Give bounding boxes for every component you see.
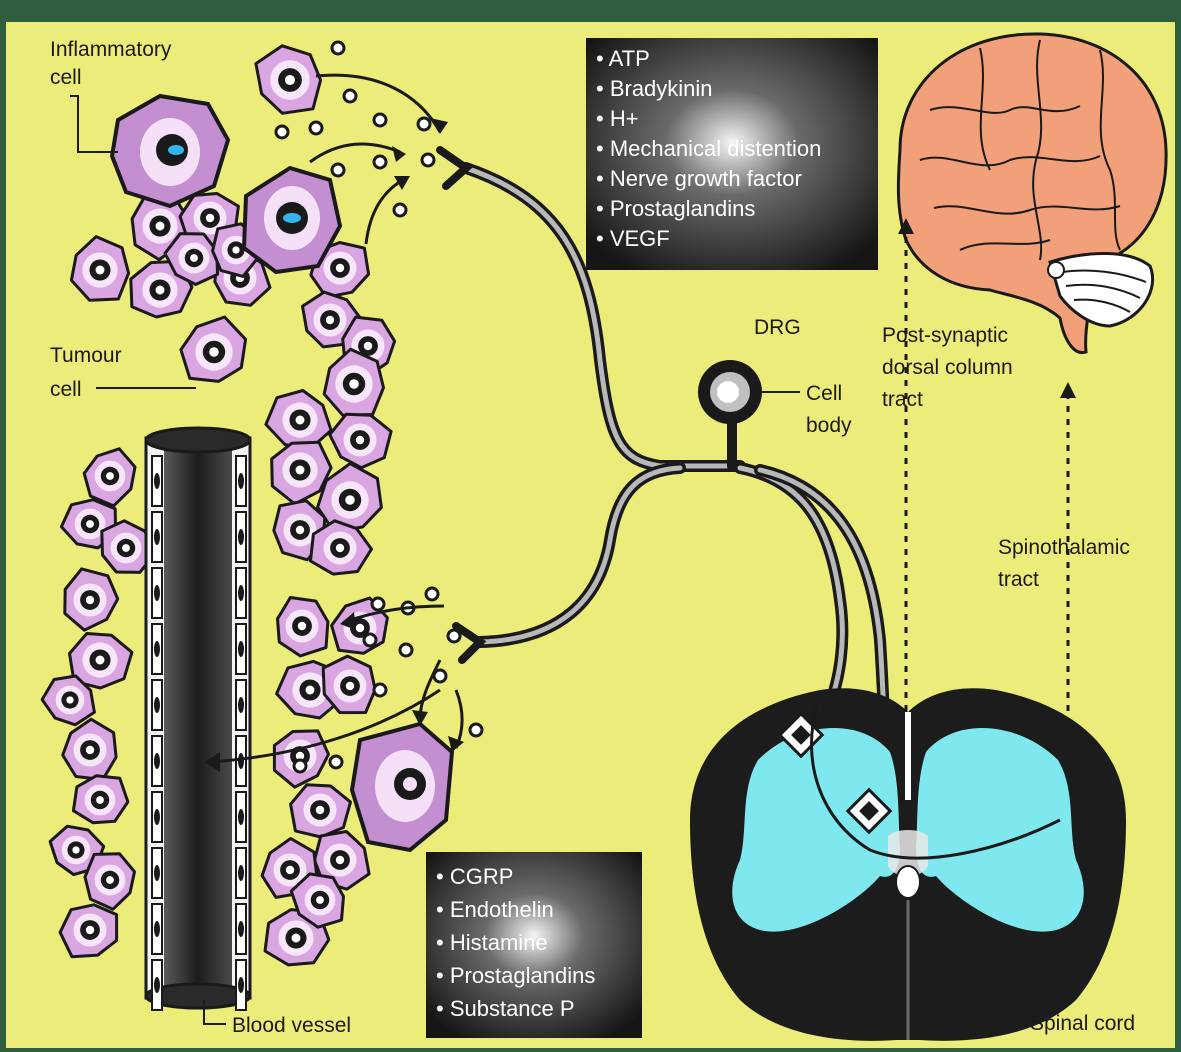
vesicle xyxy=(332,164,344,176)
vesicle xyxy=(364,634,376,646)
tumour-cell xyxy=(60,905,117,957)
drg-label: DRG xyxy=(754,316,801,339)
mediator-item: • Endothelin xyxy=(436,897,554,922)
vesicle xyxy=(374,156,386,168)
vesicle xyxy=(418,118,430,130)
vesicle xyxy=(374,114,386,126)
endothelial-cell xyxy=(152,736,162,786)
blood-vessel-label: Blood vessel xyxy=(232,1014,351,1037)
mediator-box-top: • ATP • Bradykinin • H+ • Mechanical disten… xyxy=(586,38,878,270)
mediator-item: • Substance P xyxy=(436,996,575,1021)
mediator-item: • VEGF xyxy=(596,226,670,251)
endothelial-cell xyxy=(236,456,246,506)
endothelial-cell xyxy=(236,792,246,842)
mediator-item: • CGRP xyxy=(436,864,513,889)
endothelial-cell xyxy=(236,624,246,674)
endothelial-cell xyxy=(236,512,246,562)
endothelial-cell xyxy=(152,512,162,562)
mediator-item: • H+ xyxy=(596,106,639,131)
endothelial-cell xyxy=(236,960,246,1010)
vesicle xyxy=(422,154,434,166)
mediator-item: • Prostaglandins xyxy=(596,196,755,221)
mediator-item: • Mechanical distention xyxy=(596,136,821,161)
endothelial-cell xyxy=(236,568,246,618)
blood-vessel xyxy=(146,428,250,1010)
endothelial-cell xyxy=(152,960,162,1010)
endothelial-cell xyxy=(152,456,162,506)
inflammatory-cell-1 xyxy=(112,96,228,206)
vesicle xyxy=(426,588,438,600)
vesicle xyxy=(374,684,386,696)
tumour-cell xyxy=(278,598,328,656)
tumour-cell xyxy=(73,776,128,823)
vesicle xyxy=(470,724,482,736)
mediator-item: • Bradykinin xyxy=(596,76,713,101)
vesicle xyxy=(276,126,288,138)
vesicle xyxy=(330,756,342,768)
vesicle xyxy=(310,122,322,134)
mediator-item: • Prostaglandins xyxy=(436,963,595,988)
vesicle xyxy=(372,598,384,610)
vesicle xyxy=(294,760,306,772)
mediator-item: • Histamine xyxy=(436,930,548,955)
vesicle xyxy=(448,630,460,642)
mediator-box-bottom: • CGRP • Endothelin • Histamine • Prostagla… xyxy=(426,852,642,1038)
vesicle xyxy=(400,644,412,656)
mediator-item: • Nerve growth factor xyxy=(596,166,802,191)
tumour-cell xyxy=(323,656,375,713)
endothelial-cell xyxy=(236,904,246,954)
endothelial-cell xyxy=(236,848,246,898)
endothelial-cell xyxy=(152,792,162,842)
endothelial-cell xyxy=(152,680,162,730)
vesicle xyxy=(332,42,344,54)
endothelial-cell xyxy=(152,848,162,898)
spinal-cord-label: Spinal cord xyxy=(1030,1012,1135,1035)
endothelial-cell xyxy=(152,624,162,674)
vesicle xyxy=(344,90,356,102)
endothelial-cell xyxy=(152,904,162,954)
mediator-item: • ATP xyxy=(596,46,650,71)
spinal-cord xyxy=(690,688,1126,1041)
endothelial-cell xyxy=(152,568,162,618)
endothelial-cell xyxy=(236,680,246,730)
vesicle xyxy=(394,204,406,216)
